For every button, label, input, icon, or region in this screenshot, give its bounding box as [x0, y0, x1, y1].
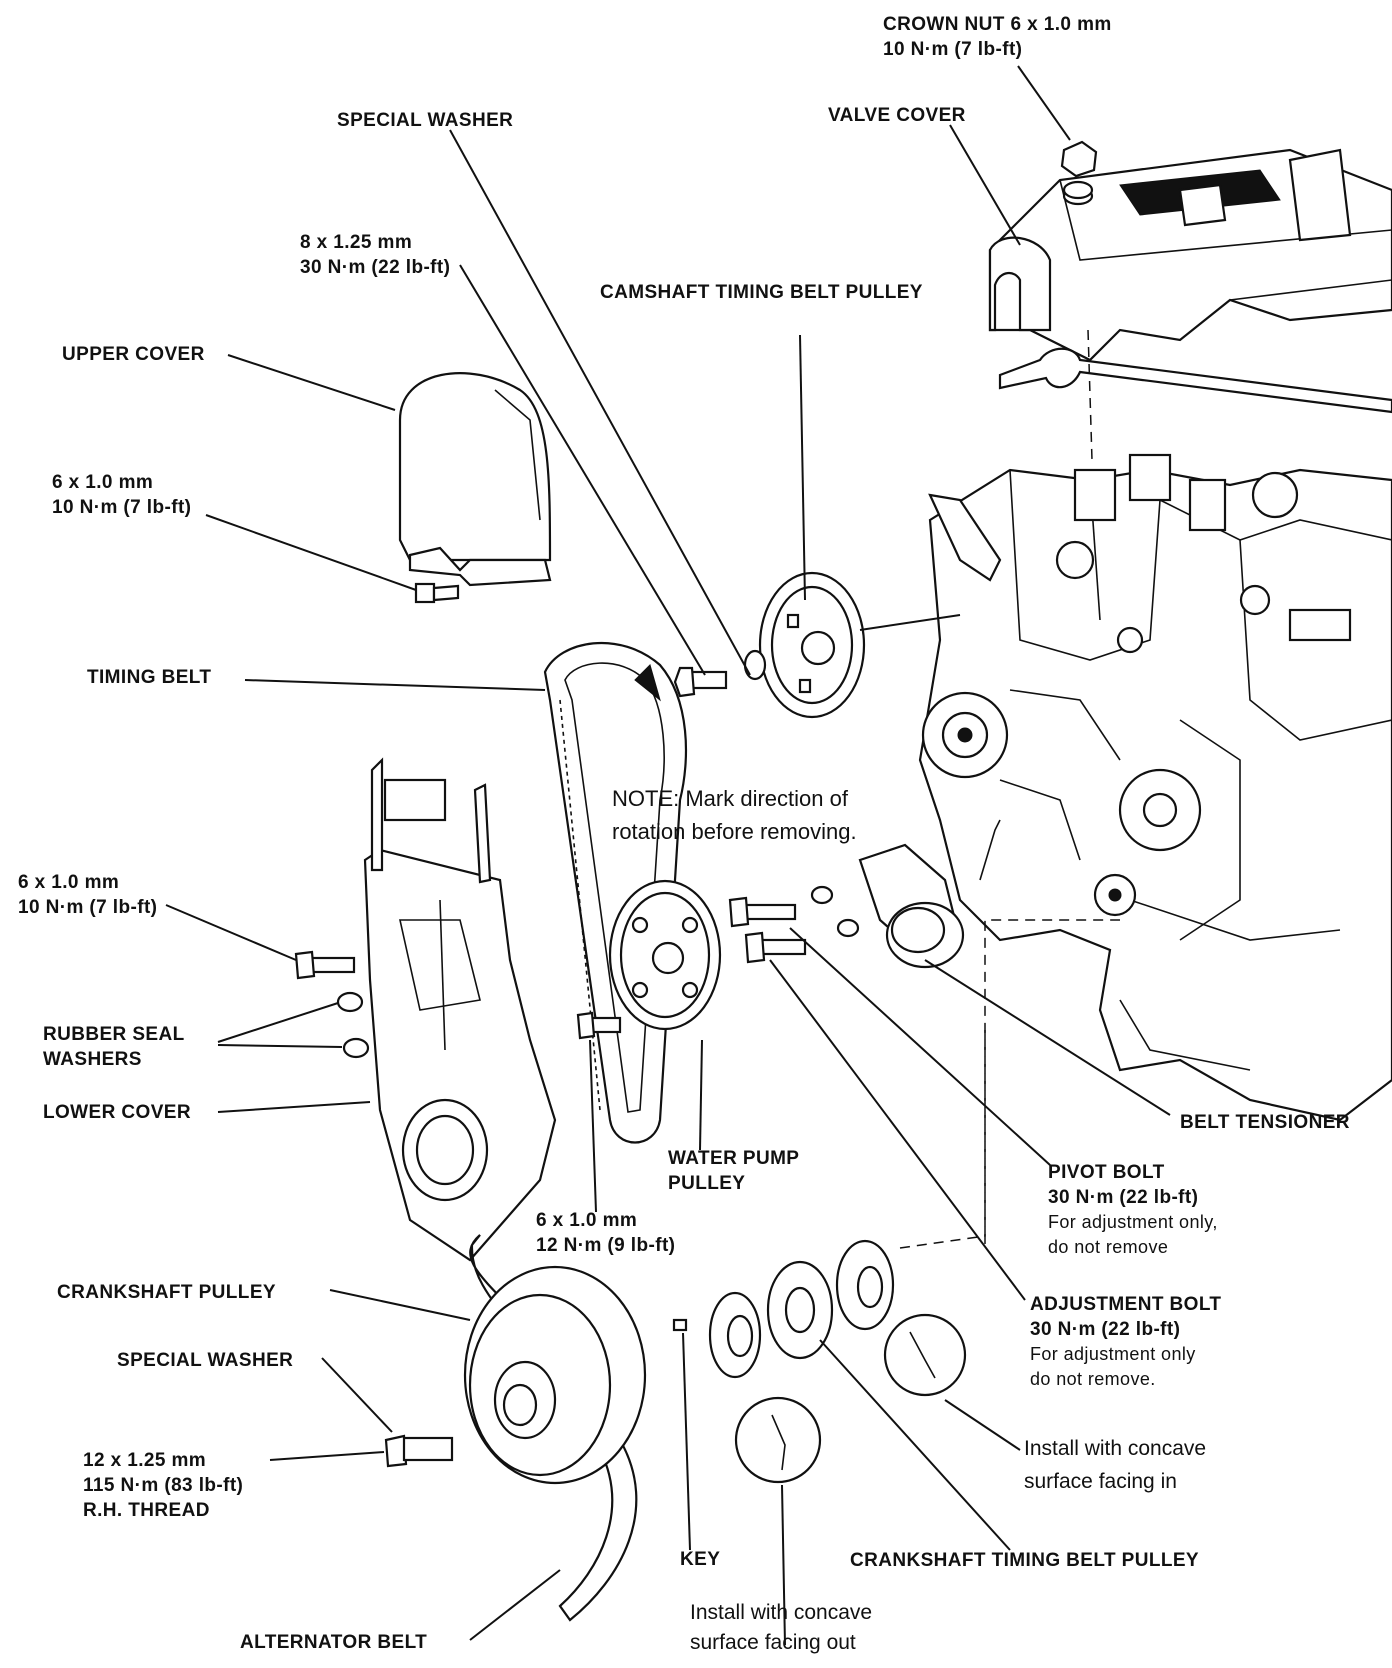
belt-tensioner-drawing: [728, 819, 1001, 969]
alignment-line: [1087, 329, 1093, 461]
label-valve-cover: VALVE COVER: [828, 105, 966, 126]
label-crankshaft-timing-belt-pulley: CRANKSHAFT TIMING BELT PULLEY: [850, 1550, 1200, 1571]
label-belt-tensioner: BELT TENSIONER: [1180, 1112, 1350, 1133]
label-crankshaft-pulley: CRANKSHAFT PULLEY: [57, 1282, 276, 1303]
label-timing-belt: TIMING BELT: [87, 667, 212, 688]
engine-block: [918, 453, 1392, 1122]
label-bolt-6x10-pump: 6 x 1.0 mm 12 N·m (9 lb-ft): [536, 1210, 676, 1256]
note-install-concave-in: Install with concave surface facing in: [1024, 1437, 1207, 1493]
label-special-washer-top: SPECIAL WASHER: [337, 110, 514, 131]
label-upper-cover: UPPER COVER: [62, 344, 205, 365]
label-bolt-8x125: 8 x 1.25 mm 30 N·m (22 lb-ft): [300, 232, 451, 278]
water-pump-pulley-drawing: [576, 879, 722, 1040]
camshaft-pulley-drawing: [673, 571, 961, 719]
crankshaft-pulley-drawing: [384, 1234, 967, 1622]
label-water-pump-pulley: WATER PUMP PULLEY: [668, 1148, 800, 1194]
label-crown-nut: CROWN NUT 6 x 1.0 mm 10 N·m (7 lb-ft): [883, 14, 1112, 60]
label-lower-cover: LOWER COVER: [43, 1102, 191, 1123]
valve-cover-drawing: [988, 140, 1392, 414]
lower-cover-drawing: [294, 757, 557, 1262]
label-camshaft-timing-belt-pulley: CAMSHAFT TIMING BELT PULLEY: [600, 282, 923, 303]
label-special-washer-bottom: SPECIAL WASHER: [117, 1350, 294, 1371]
label-adjustment-bolt: ADJUSTMENT BOLT 30 N·m (22 lb-ft) For ad…: [1030, 1294, 1222, 1389]
note-mark-direction: NOTE: Mark direction of rotation before …: [612, 786, 857, 844]
note-install-concave-out: Install with concave surface facing out: [690, 1601, 873, 1654]
label-bolt-12x125: 12 x 1.25 mm 115 N·m (83 lb-ft) R.H. THR…: [83, 1450, 244, 1521]
label-pivot-bolt: PIVOT BOLT 30 N·m (22 lb-ft) For adjustm…: [1048, 1162, 1218, 1257]
alignment-line: [899, 919, 1120, 1249]
label-rubber-seal-washers: RUBBER SEAL WASHERS: [43, 1024, 185, 1070]
leader-lines: [165, 65, 1171, 1646]
upper-cover-drawing: [398, 372, 552, 604]
label-key: KEY: [680, 1549, 721, 1570]
label-bolt-6x10-lower: 6 x 1.0 mm 10 N·m (7 lb-ft): [18, 872, 158, 918]
label-alternator-belt: ALTERNATOR BELT: [240, 1632, 428, 1653]
label-bolt-6x10-upper: 6 x 1.0 mm 10 N·m (7 lb-ft): [52, 472, 192, 518]
